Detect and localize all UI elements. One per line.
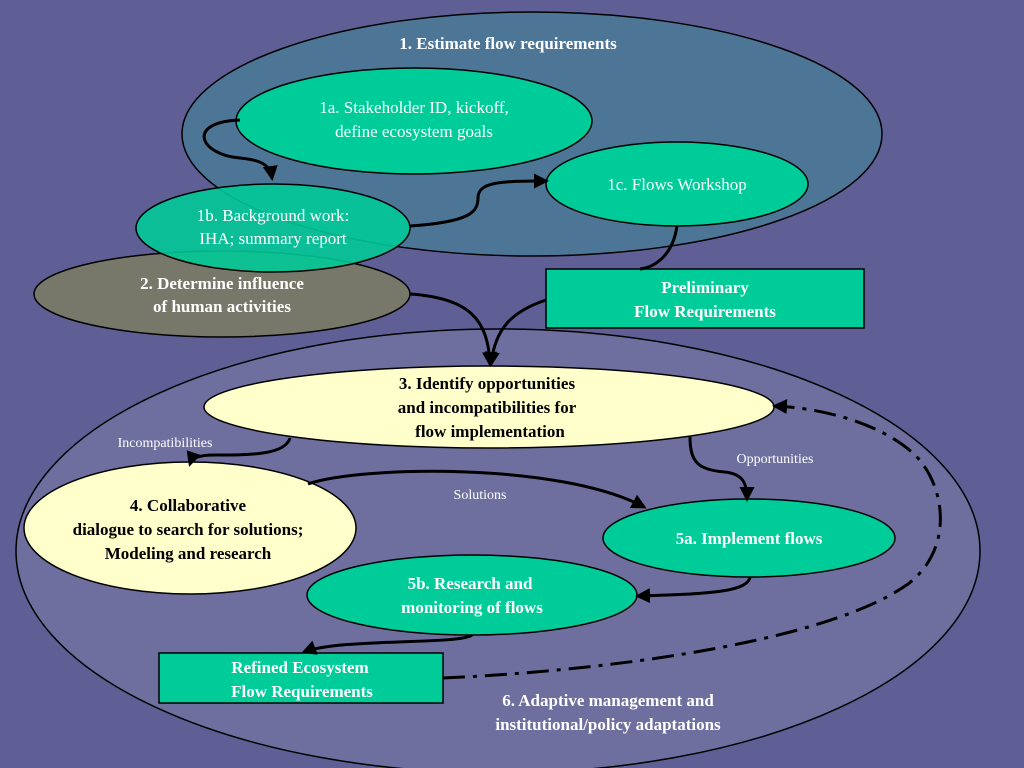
determine-influence-label-line1: 2. Determine influence [140,274,304,293]
opportunities-edge-label: Opportunities [737,452,814,467]
arrow-4-to-5a [307,469,647,509]
implement-flows-label: 5a. Implement flows [676,529,823,548]
collaborative-label-line2: dialogue to search for solutions; [73,520,304,539]
incompatibilities-edge-label: Incompatibilities [118,436,213,451]
preliminary-label-line1: Preliminary [661,278,749,297]
identify-label-line1: 3. Identify opportunities [399,374,576,393]
solutions-edge-label: Solutions [454,488,507,503]
background-work-label-line2: IHA; summary report [199,229,347,248]
research-monitoring-ellipse [306,554,638,636]
estimate-flow-title: 1. Estimate flow requirements [399,34,617,53]
research-monitoring-label-line2: monitoring of flows [401,598,543,617]
refined-label-line2: Flow Requirements [231,682,373,701]
arrow-1a-to-1b [202,118,278,181]
arrow-3-to-5a [688,436,755,502]
preliminary-requirements-box [545,268,865,329]
arrow-preliminary-to-3 [484,298,547,367]
arrow-5b-to-refined [301,633,473,655]
adaptive-management-label-line1: 6. Adaptive management and [502,691,714,710]
refined-label-line1: Refined Ecosystem [231,658,368,677]
collaborative-label-line3: Modeling and research [105,544,272,563]
background-work-ellipse [135,183,411,273]
arrow-2-to-3 [409,292,497,367]
arrow-5a-to-5b [635,576,752,604]
preliminary-label-line2: Flow Requirements [634,302,776,321]
refined-requirements-box [158,652,444,704]
arrow-3-to-4 [186,437,292,467]
stakeholder-label-line1: 1a. Stakeholder ID, kickoff, [319,98,508,117]
dashdot-feedback-loop [442,399,942,680]
flows-workshop-label: 1c. Flows Workshop [607,175,747,194]
adaptive-management-label-line2: institutional/policy adaptations [495,715,721,734]
identify-label-line3: flow implementation [415,422,565,441]
identify-label-line2: and incompatibilities for [398,398,577,417]
background-work-label-line1: 1b. Background work: [197,206,350,225]
determine-influence-label-line2: of human activities [153,297,291,316]
line-1c-to-preliminary [639,225,679,271]
stakeholder-label-line2: define ecosystem goals [335,122,493,141]
arrow-1b-to-1c [409,173,549,228]
research-monitoring-label-line1: 5b. Research and [408,574,533,593]
collaborative-label-line1: 4. Collaborative [130,496,247,515]
stakeholder-ellipse [235,67,593,175]
